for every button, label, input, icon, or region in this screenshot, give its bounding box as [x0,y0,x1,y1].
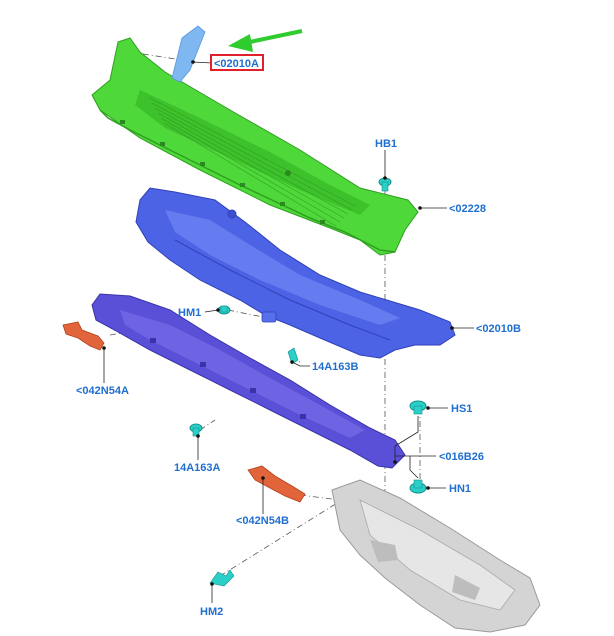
cowl-upper-panel-part [135,187,456,359]
label-042n54a[interactable]: <042N54A [76,385,129,397]
label-042n54b[interactable]: <042N54B [236,515,289,527]
label-14a163b[interactable]: 14A163B [312,361,359,373]
bracket-left-part [62,321,105,351]
fastener-hm2-part [209,569,235,587]
label-14a163a[interactable]: 14A163A [174,462,221,474]
highlight-box [210,54,264,71]
label-hb1[interactable]: HB1 [375,138,397,150]
label-hs1[interactable]: HS1 [451,403,472,415]
bracket-right-part [247,465,306,503]
cowl-seal-part [171,25,206,83]
dash-panel-body-part [331,479,541,633]
label-02010b[interactable]: <02010B [476,323,521,335]
label-016b26[interactable]: <016B26 [439,451,484,463]
label-02228[interactable]: <02228 [449,203,486,215]
fastener-hm1-part [217,305,231,315]
cowl-grille-part [91,37,419,256]
label-02010a[interactable]: <02010A [214,58,259,70]
fastener-hs1-part [409,400,427,415]
label-hm1[interactable]: HM1 [178,307,201,319]
label-hm2[interactable]: HM2 [200,606,223,618]
fastener-hb1-part [378,177,392,192]
label-hn1[interactable]: HN1 [449,483,471,495]
cowl-lower-extension-part [91,293,406,469]
clip-14a163a-part [189,423,203,437]
leader-lines [102,60,474,603]
arrow-icon [228,29,303,52]
fastener-hn1-part [409,479,427,494]
clip-14a163b-part [287,347,299,365]
